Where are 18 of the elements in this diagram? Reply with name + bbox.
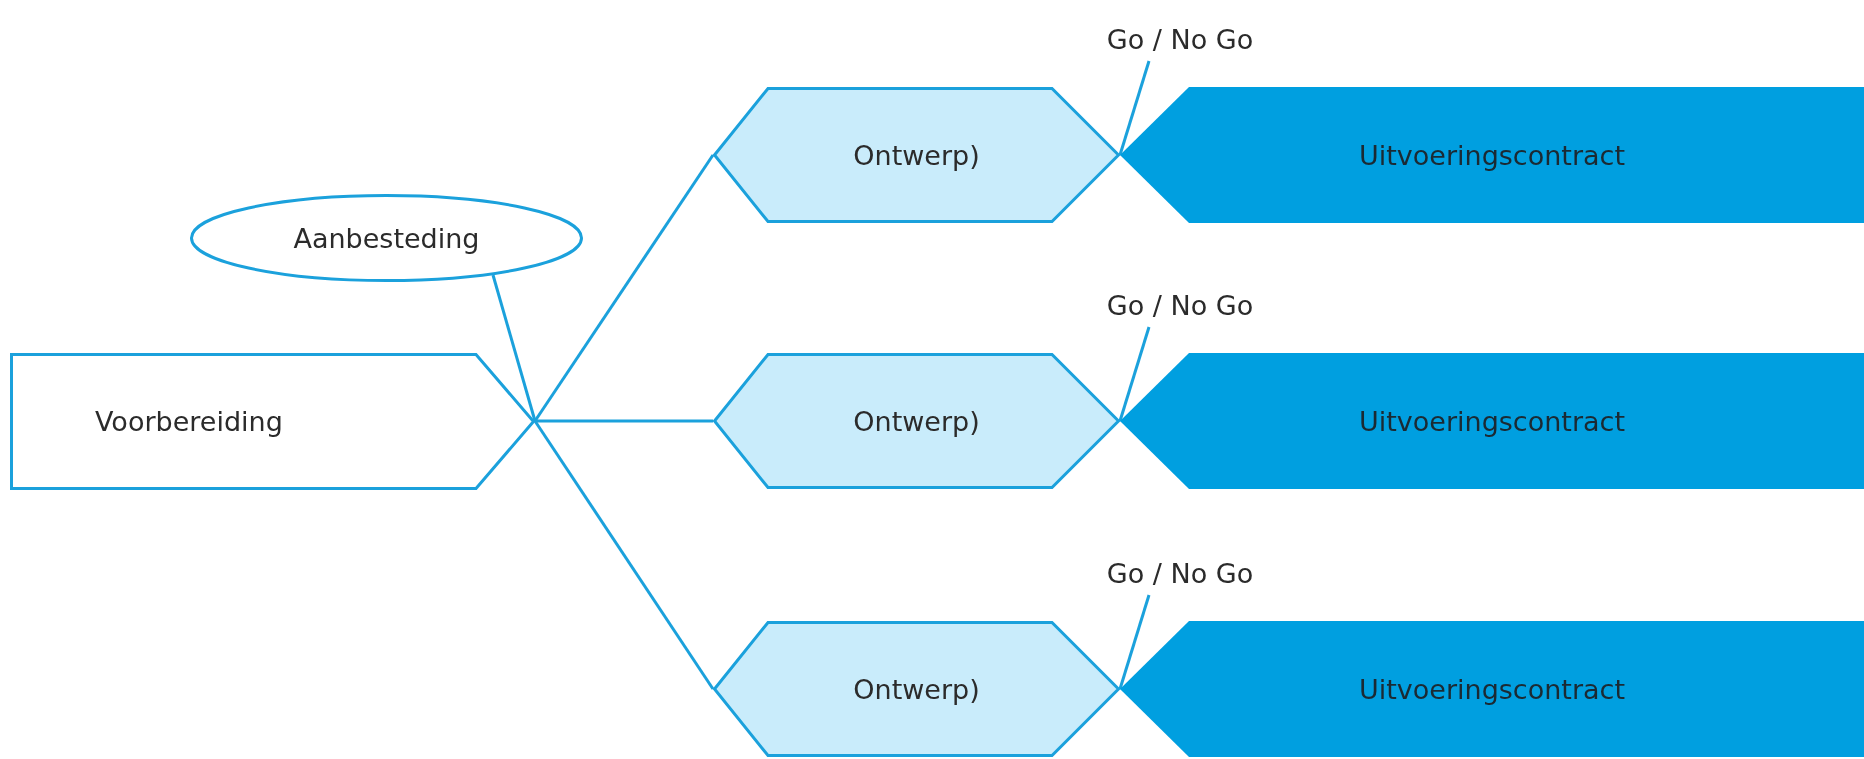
decision-label: Go / No Go [1106, 289, 1254, 321]
connector-line [535, 419, 713, 423]
leader-line [1118, 594, 1151, 690]
node-label: Ontwerp) [853, 673, 980, 705]
decision-label: Go / No Go [1106, 23, 1254, 55]
node-label: Uitvoeringscontract [1359, 673, 1625, 705]
connector-line [533, 154, 715, 422]
node-label: Uitvoeringscontract [1359, 405, 1625, 437]
node-label: Voorbereiding [95, 406, 283, 437]
leader-line [491, 274, 537, 422]
node-label: Ontwerp) [853, 405, 980, 437]
leader-line [1118, 326, 1151, 422]
node-label: Aanbesteding [293, 222, 480, 254]
leader-line [1118, 60, 1151, 156]
node-label: Uitvoeringscontract [1359, 139, 1625, 171]
connector-line [533, 420, 715, 690]
node-label: Ontwerp) [853, 139, 980, 171]
decision-label: Go / No Go [1106, 557, 1254, 589]
